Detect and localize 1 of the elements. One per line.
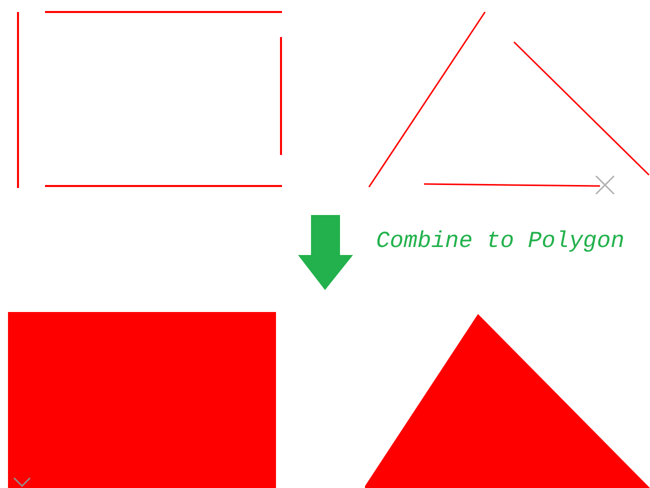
caption-text: Combine to Polygon [376, 228, 624, 254]
